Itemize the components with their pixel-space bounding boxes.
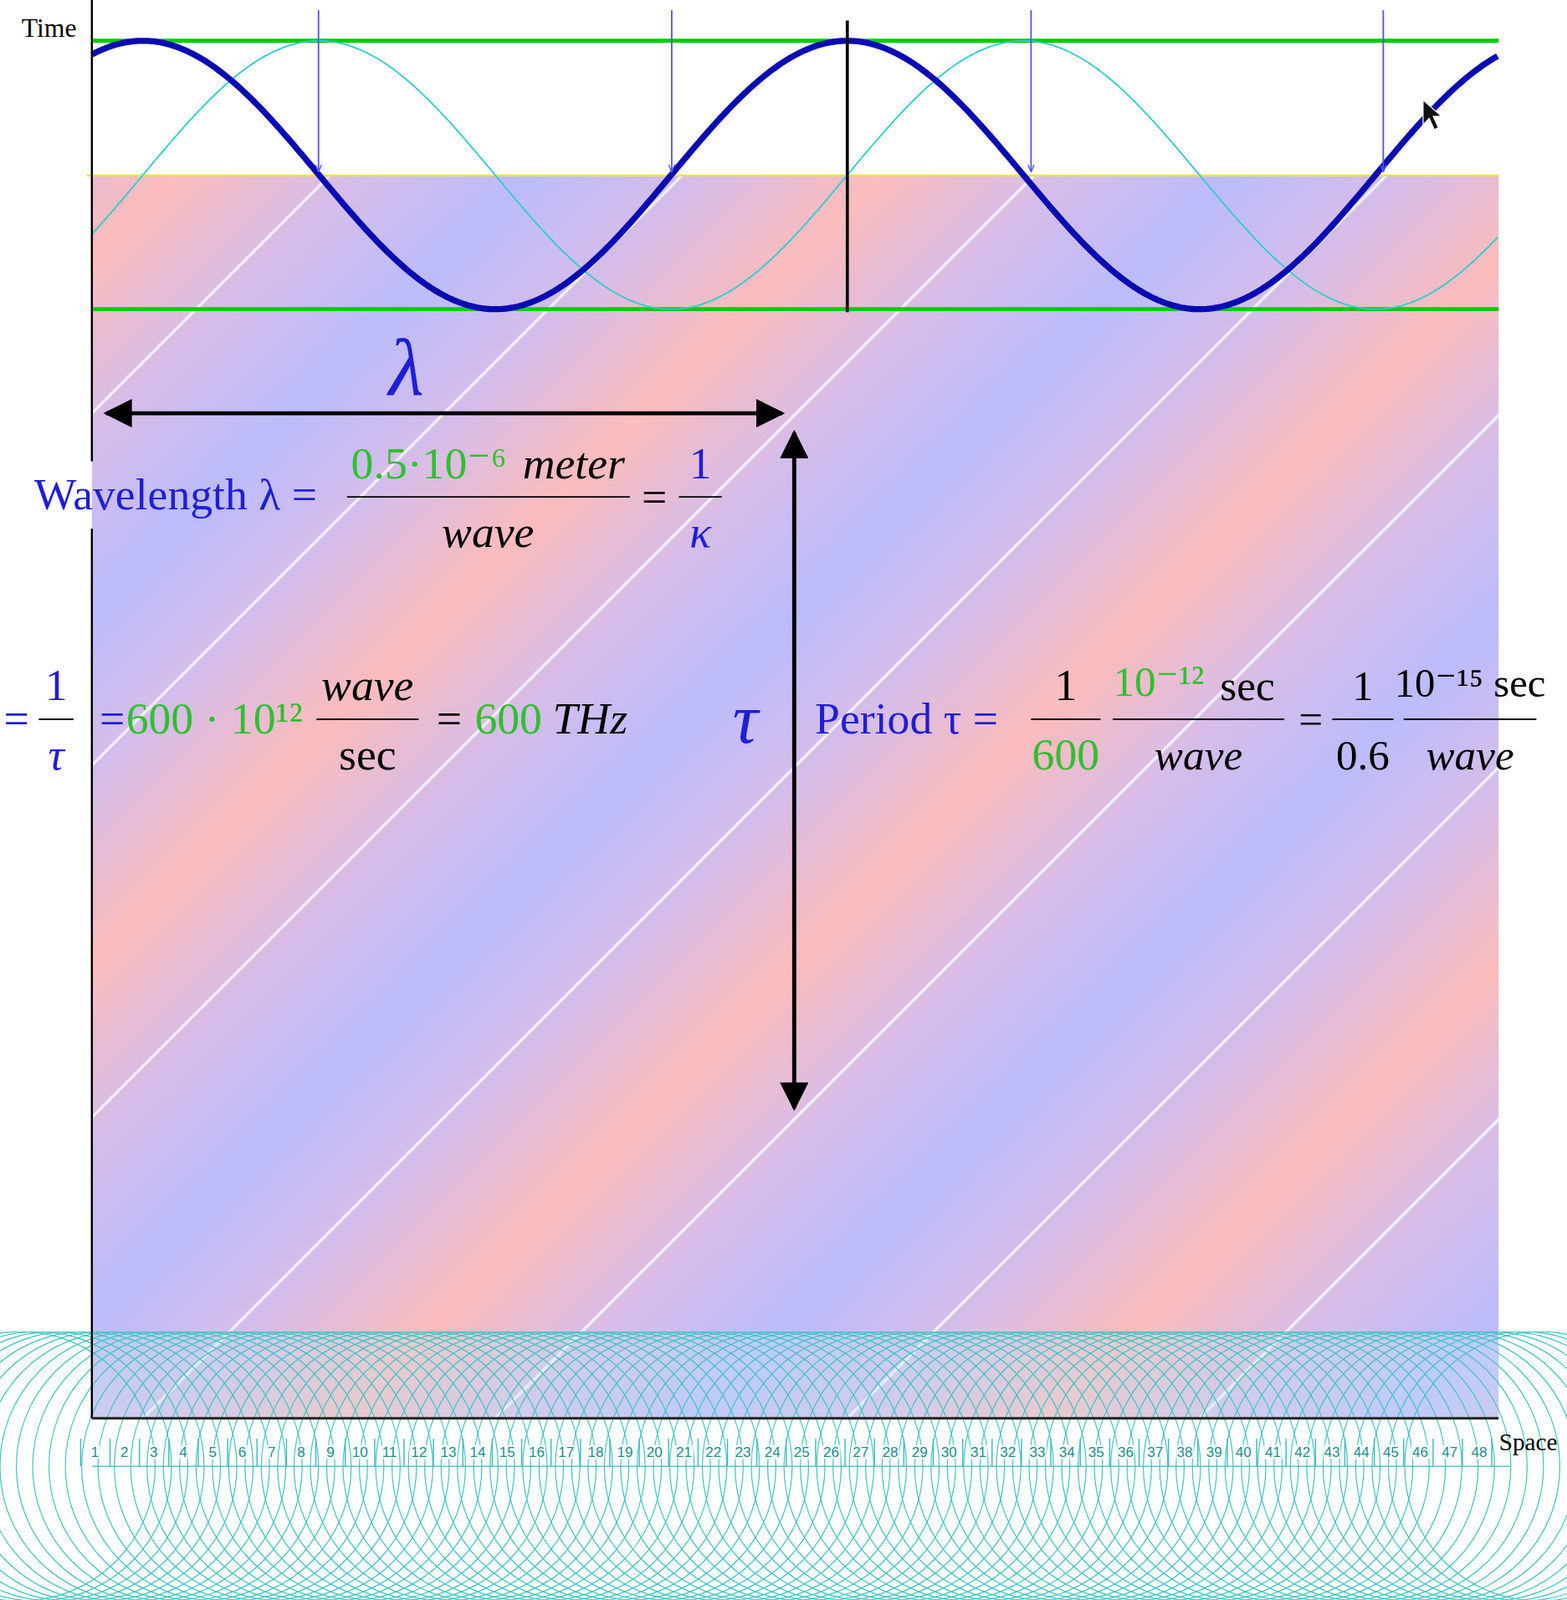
yellow-line	[87, 174, 1500, 177]
ruler-number: 29	[910, 1445, 928, 1460]
formula-number: 1	[1351, 664, 1374, 707]
ruler-number: 25	[793, 1445, 811, 1460]
ruler-number: 30	[940, 1445, 958, 1460]
ruler-number: 27	[851, 1445, 870, 1460]
ruler-number: 6	[237, 1445, 248, 1460]
ruler-number: 34	[1057, 1445, 1076, 1460]
drop-arrows	[318, 10, 1384, 172]
ruler-number: 18	[586, 1445, 605, 1460]
ruler-number: 41	[1264, 1445, 1282, 1460]
axes	[92, 0, 1499, 1419]
ruler-number: 2	[119, 1445, 130, 1460]
formula-number: 1	[1054, 663, 1077, 709]
formula-number: 600	[474, 696, 543, 743]
formula-number: 600 · 10¹²	[126, 696, 303, 743]
wavelength-arrow	[106, 411, 783, 416]
formula-unit: 10⁻¹⁵ sec	[1394, 663, 1547, 705]
formula-number: 0.5·10⁻⁶	[351, 441, 507, 487]
formula-sign: =	[99, 696, 125, 743]
ruler-number: 9	[325, 1445, 336, 1460]
ruler-number: 46	[1411, 1445, 1429, 1460]
ruler-number: 7	[266, 1445, 277, 1460]
axis-label: Space	[1499, 1429, 1558, 1455]
formula-text: Wavelength λ =	[34, 472, 318, 518]
ruler-number: 23	[733, 1445, 752, 1460]
ruler-number: 32	[998, 1445, 1017, 1460]
formula-unit: sec	[1219, 664, 1275, 707]
ruler-number: 35	[1087, 1445, 1106, 1460]
formula-sign: =	[641, 476, 667, 522]
formula-unit: wave	[1154, 733, 1243, 777]
marker-line	[845, 20, 850, 313]
formula-sign: =	[1298, 697, 1323, 741]
ruler-number: 48	[1469, 1445, 1488, 1460]
ruler-number: 21	[675, 1445, 693, 1460]
formula-number: 1	[45, 663, 68, 709]
formula-text: Period τ =	[814, 696, 999, 743]
ruler-number: 39	[1204, 1445, 1223, 1460]
shifted-wave	[92, 40, 1498, 310]
ruler-number: 44	[1351, 1445, 1370, 1460]
formula-number: 0.6	[1336, 733, 1390, 777]
formula-sign: =	[436, 696, 462, 743]
axis-label: Time	[21, 15, 77, 42]
fraction-bars	[38, 496, 1537, 720]
formula-unit: meter	[522, 441, 625, 487]
formula-unit: wave	[321, 663, 414, 709]
ruler-number: 37	[1146, 1445, 1164, 1460]
ruler-number: 13	[439, 1445, 457, 1460]
ruler-number: 5	[207, 1445, 218, 1460]
formula-sign: =	[3, 696, 29, 743]
formula-number: 10⁻¹²	[1112, 660, 1204, 703]
ruler-number: 12	[409, 1445, 428, 1460]
formula-number: 1	[689, 441, 712, 487]
formula-unit: THz	[553, 696, 629, 743]
ruler-number: 26	[822, 1445, 840, 1460]
ruler-number: 45	[1382, 1445, 1400, 1460]
symbol-label: λ	[388, 326, 424, 409]
ruler-number: 33	[1028, 1445, 1046, 1460]
ruler-number: 38	[1175, 1445, 1194, 1460]
phase-field	[92, 175, 1499, 1419]
formula-unit: wave	[441, 510, 534, 556]
wavelet-circles	[0, 1331, 1567, 1600]
ruler-number: 28	[880, 1445, 899, 1460]
ruler-number: 11	[380, 1445, 398, 1460]
formula-symbol: τ	[48, 732, 65, 779]
ruler-number: 16	[527, 1445, 546, 1460]
ruler-number: 47	[1440, 1445, 1459, 1460]
ruler-number: 31	[969, 1445, 988, 1460]
formula-number: 600	[1032, 732, 1101, 779]
formula-symbol: κ	[689, 510, 712, 556]
ruler-number: 10	[351, 1445, 369, 1460]
formula-unit: wave	[1425, 733, 1514, 777]
ruler	[80, 1438, 1511, 1467]
ruler-number: 40	[1234, 1445, 1253, 1460]
ruler-number: 19	[615, 1445, 634, 1460]
ruler-number: 1	[90, 1445, 101, 1460]
ruler-number: 15	[498, 1445, 517, 1460]
ruler-number: 36	[1116, 1445, 1135, 1460]
symbol-label: τ	[732, 683, 758, 755]
ruler-number: 24	[763, 1445, 781, 1460]
formula-unit: sec	[338, 732, 397, 779]
main-wave	[92, 40, 1498, 310]
ruler-number: 22	[704, 1445, 723, 1460]
ruler-number: 4	[178, 1445, 189, 1460]
ruler-number: 8	[296, 1445, 307, 1460]
ruler-number: 42	[1293, 1445, 1311, 1460]
period-arrow	[792, 432, 797, 1109]
trough-line	[92, 307, 1499, 312]
ruler-number: 3	[148, 1445, 159, 1460]
mouse-cursor	[1423, 100, 1442, 130]
ruler-number: 14	[468, 1445, 487, 1460]
ruler-number: 20	[645, 1445, 664, 1460]
ruler-number: 43	[1322, 1445, 1341, 1460]
ruler-number: 17	[557, 1445, 575, 1460]
